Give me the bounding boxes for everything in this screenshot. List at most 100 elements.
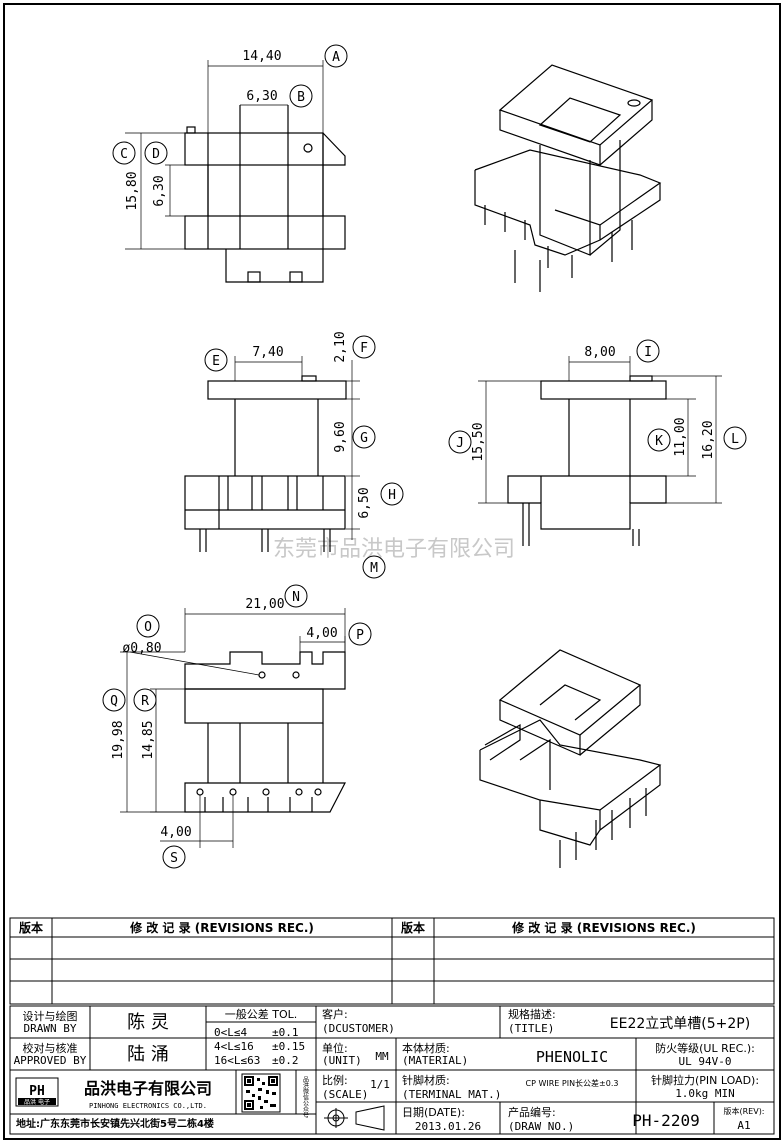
bubble-q: Q xyxy=(102,688,126,712)
bubble-j: J xyxy=(448,430,472,454)
drawno-value: PH-2209 xyxy=(632,1111,699,1130)
tol-value-1: ±0.1 xyxy=(272,1026,299,1039)
dim-side-total: 15,50 xyxy=(471,422,486,461)
dim-side-window: 11,00 xyxy=(673,417,688,456)
bubble-g: G xyxy=(352,425,376,449)
scale-label-en: (SCALE) xyxy=(322,1088,368,1101)
tolerance-title: 一般公差 TOL. xyxy=(225,1007,298,1021)
svg-text:L: L xyxy=(731,432,739,447)
ul-value: UL 94V-0 xyxy=(679,1055,732,1068)
dim-top-slot-h: 6,30 xyxy=(152,175,167,206)
title-label-cn: 规格描述: xyxy=(508,1007,556,1021)
rev-col-record-left: 修 改 记 录 (REVISIONS REC.) xyxy=(129,920,314,935)
pin-load-label: 针脚拉力(PIN LOAD): xyxy=(651,1073,759,1087)
iso-view-top xyxy=(474,64,662,292)
company-name-en: PINHONG ELECTRONICS CO.,LTD. xyxy=(89,1102,207,1110)
terminal-label-en: (TERMINAL MAT.) xyxy=(402,1088,501,1101)
rev-col-version-left: 版本 xyxy=(19,920,43,935)
top-view xyxy=(125,60,346,283)
bubble-o: O xyxy=(136,614,160,638)
designer-label-cn: 设计与绘图 xyxy=(23,1009,78,1023)
material-label-cn: 本体材质: xyxy=(402,1041,450,1055)
bubble-f: F xyxy=(352,335,376,359)
approver-name: 陆 涌 xyxy=(127,1044,169,1065)
bubble-h: H xyxy=(380,482,404,506)
material-label-en: (MATERIAL) xyxy=(402,1054,468,1067)
svg-text:C: C xyxy=(120,147,128,162)
date-label: 日期(DATE): xyxy=(402,1106,465,1119)
date-value: 2013.01.26 xyxy=(415,1120,481,1133)
dim-bottom-pin-pitch: 4,00 xyxy=(306,626,337,641)
svg-text:PH: PH xyxy=(29,1084,45,1099)
dim-bottom-pin-dia: ø0,80 xyxy=(122,641,161,656)
bubble-k: K xyxy=(647,428,671,452)
dim-bottom-height: 19,98 xyxy=(111,720,126,759)
qr-caption: 品洪微信公众号 xyxy=(302,1076,309,1119)
dim-side-overall: 16,20 xyxy=(701,420,716,459)
svg-text:I: I xyxy=(644,345,652,360)
customer-label-cn: 客户: xyxy=(322,1007,348,1021)
bubble-c: C xyxy=(112,141,136,165)
revisions-table xyxy=(9,917,775,1005)
svg-text:G: G xyxy=(360,431,368,446)
svg-text:K: K xyxy=(655,434,663,449)
svg-text:A: A xyxy=(332,50,340,65)
scale-value: 1/1 xyxy=(370,1078,390,1091)
bubble-l: L xyxy=(723,426,747,450)
svg-text:O: O xyxy=(144,620,152,635)
scale-label-cn: 比例: xyxy=(322,1073,348,1087)
bubble-e: E xyxy=(204,348,228,372)
company-logo: PH 品洪 电子 xyxy=(15,1077,59,1107)
tol-value-3: ±0.2 xyxy=(272,1054,299,1067)
drawno-label-en: (DRAW NO.) xyxy=(508,1120,574,1133)
rev-value: A1 xyxy=(737,1119,750,1132)
dim-side-core: 8,00 xyxy=(584,345,615,360)
dim-bottom-pitch: 4,00 xyxy=(160,825,191,840)
qr-code-icon xyxy=(241,1073,281,1113)
svg-text:Q: Q xyxy=(110,694,118,709)
dim-top-width: 14,40 xyxy=(242,49,281,64)
side-view xyxy=(478,356,722,546)
designer-name: 陈 灵 xyxy=(127,1012,169,1033)
approver-label-en: APPROVED BY xyxy=(14,1054,87,1067)
tol-range-2: 4<L≤16 xyxy=(214,1040,254,1053)
dim-top-height: 15,80 xyxy=(125,171,140,210)
bubble-n: N xyxy=(284,584,308,608)
svg-text:E: E xyxy=(212,354,220,369)
bottom-view xyxy=(120,608,346,848)
rev-col-version-right: 版本 xyxy=(401,920,425,935)
bubble-s: S xyxy=(162,845,186,869)
rev-col-record-right: 修 改 记 录 (REVISIONS REC.) xyxy=(511,920,696,935)
svg-text:F: F xyxy=(360,341,368,356)
tol-range-3: 16<L≤63 xyxy=(214,1054,260,1067)
dim-front-window: 9,60 xyxy=(333,421,348,452)
bubble-i: I xyxy=(636,339,660,363)
svg-text:N: N xyxy=(292,590,300,605)
designer-label-en: DRAWN BY xyxy=(24,1022,77,1035)
dim-front-top-t: 2,10 xyxy=(333,331,348,362)
svg-text:R: R xyxy=(141,694,149,709)
bubble-b: B xyxy=(289,84,313,108)
dim-top-slot: 6,30 xyxy=(246,89,277,104)
terminal-value: CP WIRE PIN长公差±0.3 xyxy=(526,1078,619,1088)
pin-load-value: 1.0kg MIN xyxy=(675,1087,735,1100)
title-block-grid xyxy=(9,1005,775,1135)
customer-label-en: (DCUSTOMER) xyxy=(322,1022,395,1035)
svg-text:M: M xyxy=(370,561,378,576)
svg-text:D: D xyxy=(152,147,160,162)
svg-text:B: B xyxy=(297,90,305,105)
iso-view-bottom xyxy=(479,649,662,868)
svg-text:品洪 电子: 品洪 电子 xyxy=(24,1098,50,1106)
company-name-cn: 品洪电子有限公司 xyxy=(84,1079,212,1098)
dim-front-base: 6,50 xyxy=(357,487,372,518)
dim-bottom-length: 21,00 xyxy=(245,597,284,612)
title-label-en: (TITLE) xyxy=(508,1022,554,1035)
unit-label-cn: 单位: xyxy=(322,1041,348,1055)
unit-value: MM xyxy=(375,1050,389,1063)
tol-value-2: ±0.15 xyxy=(272,1040,305,1053)
projection-symbol-icon xyxy=(324,1105,385,1131)
drawno-label-cn: 产品编号: xyxy=(508,1105,556,1119)
approver-label-cn: 校对与核准 xyxy=(23,1041,78,1055)
svg-text:P: P xyxy=(356,628,364,643)
ul-label: 防火等级(UL REC.): xyxy=(655,1041,755,1055)
